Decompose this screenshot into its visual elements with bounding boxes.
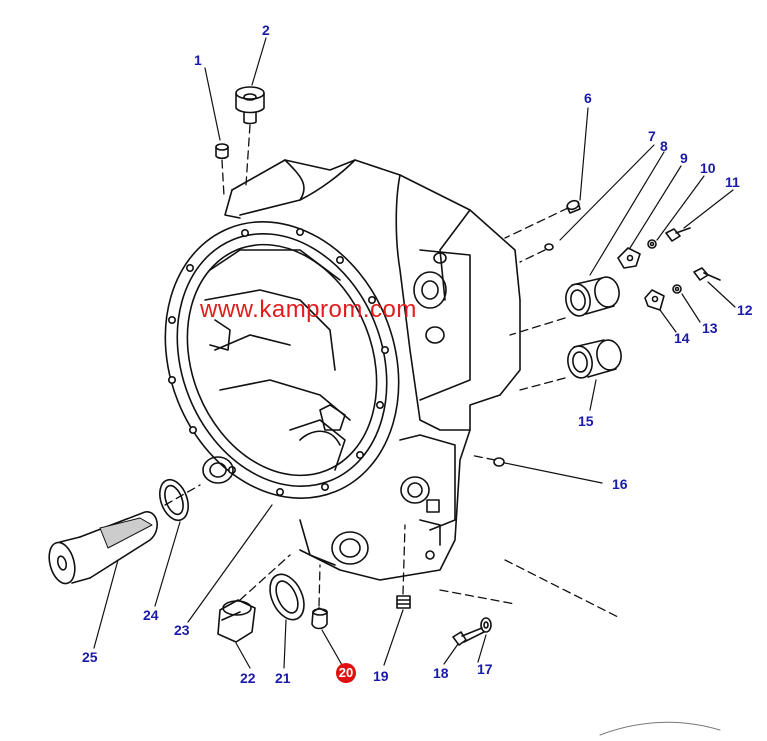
- callout-1[interactable]: 1: [194, 52, 202, 68]
- part-24-gasket[interactable]: [155, 476, 194, 524]
- callout-6[interactable]: 6: [584, 90, 592, 106]
- part-22-plug[interactable]: [217, 599, 256, 643]
- part-1-plug[interactable]: [215, 143, 229, 160]
- part-8-bushing[interactable]: [563, 275, 621, 318]
- callout-25[interactable]: 25: [82, 649, 98, 665]
- callout-13[interactable]: 13: [702, 320, 718, 336]
- part-19-set-screw[interactable]: [396, 595, 411, 609]
- part-12-bolt[interactable]: [693, 267, 721, 281]
- callout-7[interactable]: 7: [648, 128, 656, 144]
- callout-18[interactable]: 18: [433, 665, 449, 681]
- part-6-plug[interactable]: [566, 199, 581, 214]
- part-18-bolt[interactable]: [452, 627, 485, 646]
- callout-20-highlighted[interactable]: 20: [336, 663, 356, 683]
- leader-lines: [93, 37, 736, 669]
- part-11-bolt[interactable]: [665, 227, 691, 242]
- callout-17[interactable]: 17: [477, 661, 493, 677]
- part-21-gasket[interactable]: [263, 569, 310, 625]
- part-10-washer[interactable]: [647, 239, 657, 249]
- callout-21[interactable]: 21: [275, 670, 291, 686]
- callout-11[interactable]: 11: [725, 174, 740, 190]
- callout-2[interactable]: 2: [262, 22, 270, 38]
- callout-8[interactable]: 8: [660, 138, 668, 154]
- part-14-plate[interactable]: [644, 289, 665, 311]
- part-13-washer[interactable]: [672, 284, 682, 294]
- callout-12[interactable]: 12: [737, 302, 753, 318]
- watermark: www.kamprom.com: [200, 296, 417, 323]
- callout-10[interactable]: 10: [700, 160, 716, 176]
- part-9-plate[interactable]: [617, 247, 641, 269]
- part-17-washer[interactable]: [480, 617, 492, 633]
- callout-24[interactable]: 24: [143, 607, 159, 623]
- part-25-strainer[interactable]: [45, 511, 158, 587]
- callout-15[interactable]: 15: [578, 413, 594, 429]
- part-16-plug[interactable]: [493, 457, 505, 467]
- part-15-bushing[interactable]: [565, 338, 623, 380]
- callout-16[interactable]: 16: [612, 476, 628, 492]
- callout-22[interactable]: 22: [240, 670, 256, 686]
- callout-19[interactable]: 19: [373, 668, 389, 684]
- part-7-plug[interactable]: [544, 243, 554, 251]
- part-20-plug[interactable]: [311, 607, 328, 630]
- assembly-lines: [164, 124, 621, 619]
- callout-9[interactable]: 9: [680, 150, 688, 166]
- part-2-cap-screw[interactable]: [235, 86, 265, 125]
- callout-14[interactable]: 14: [674, 330, 690, 346]
- callout-23[interactable]: 23: [174, 622, 190, 638]
- housing: [164, 159, 521, 581]
